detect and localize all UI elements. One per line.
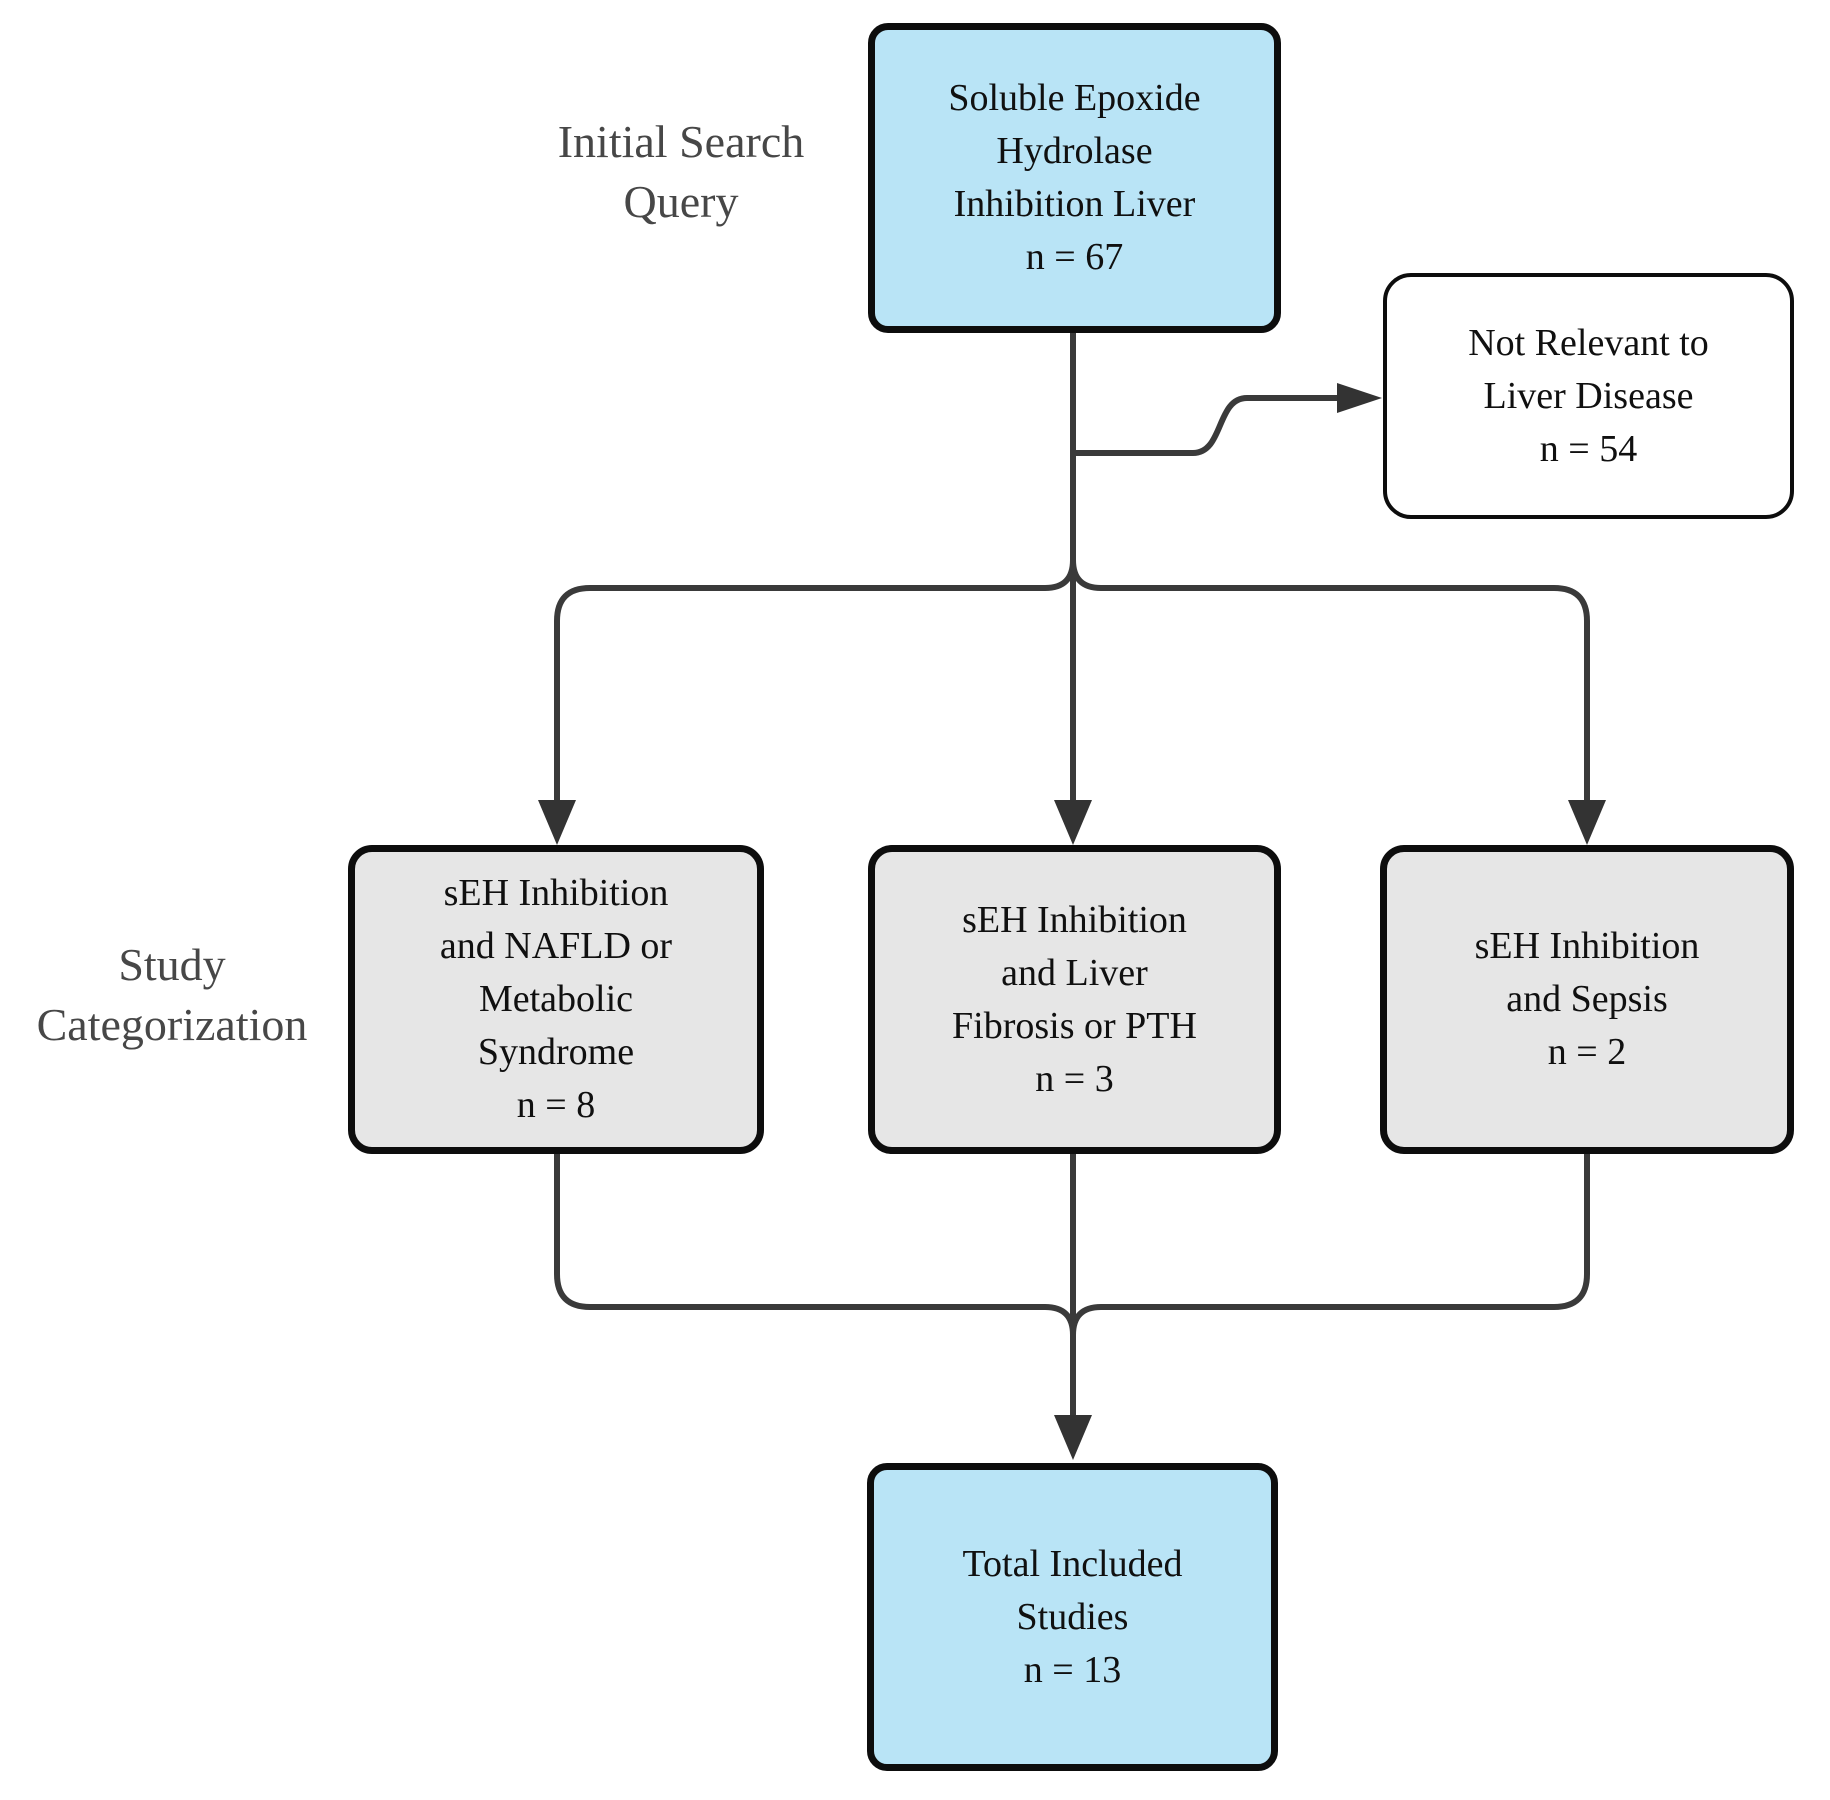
connector-not-relevant (1073, 395, 1337, 456)
connector-merge-right (1070, 1153, 1590, 1336)
node-nafld-metabolic-text: sEH Inhibition and NAFLD or Metabolic Sy… (439, 872, 673, 1126)
arrowhead-to-nafld (538, 800, 576, 845)
stage-label-line: Categorization (36, 999, 308, 1050)
connector-merge-left (554, 1153, 1076, 1336)
stage-label-line: Study (118, 939, 226, 990)
node-total-included-text: Total Included Studies n = 13 (962, 1542, 1183, 1691)
node-nafld-metabolic: sEH Inhibition and NAFLD or Metabolic Sy… (348, 845, 764, 1154)
stage-label-initial-search: Initial Search Query (481, 112, 881, 232)
node-liver-fibrosis: sEH Inhibition and Liver Fibrosis or PTH… (868, 845, 1281, 1154)
arrowhead-to-total (1054, 1415, 1092, 1460)
stage-label-line: Query (623, 176, 739, 227)
connector-split-left (554, 559, 1076, 802)
stage-label-study-categorization: Study Categorization (0, 935, 344, 1055)
arrowhead-to-sepsis (1568, 800, 1606, 845)
node-not-relevant: Not Relevant to Liver Disease n = 54 (1383, 273, 1794, 519)
node-initial-query-text: Soluble Epoxide Hydrolase Inhibition Liv… (948, 77, 1201, 278)
node-sepsis: sEH Inhibition and Sepsis n = 2 (1380, 845, 1794, 1154)
node-initial-query: Soluble Epoxide Hydrolase Inhibition Liv… (868, 23, 1281, 333)
node-total-included: Total Included Studies n = 13 (867, 1463, 1278, 1771)
node-not-relevant-text: Not Relevant to Liver Disease n = 54 (1468, 321, 1709, 470)
node-liver-fibrosis-text: sEH Inhibition and Liver Fibrosis or PTH… (952, 898, 1197, 1100)
stage-label-line: Initial Search (557, 116, 805, 167)
arrowhead-to-fibrosis (1054, 800, 1092, 845)
node-sepsis-text: sEH Inhibition and Sepsis n = 2 (1474, 925, 1700, 1073)
connector-split-right (1070, 559, 1590, 802)
arrowhead-to-not-relevant (1337, 383, 1382, 413)
